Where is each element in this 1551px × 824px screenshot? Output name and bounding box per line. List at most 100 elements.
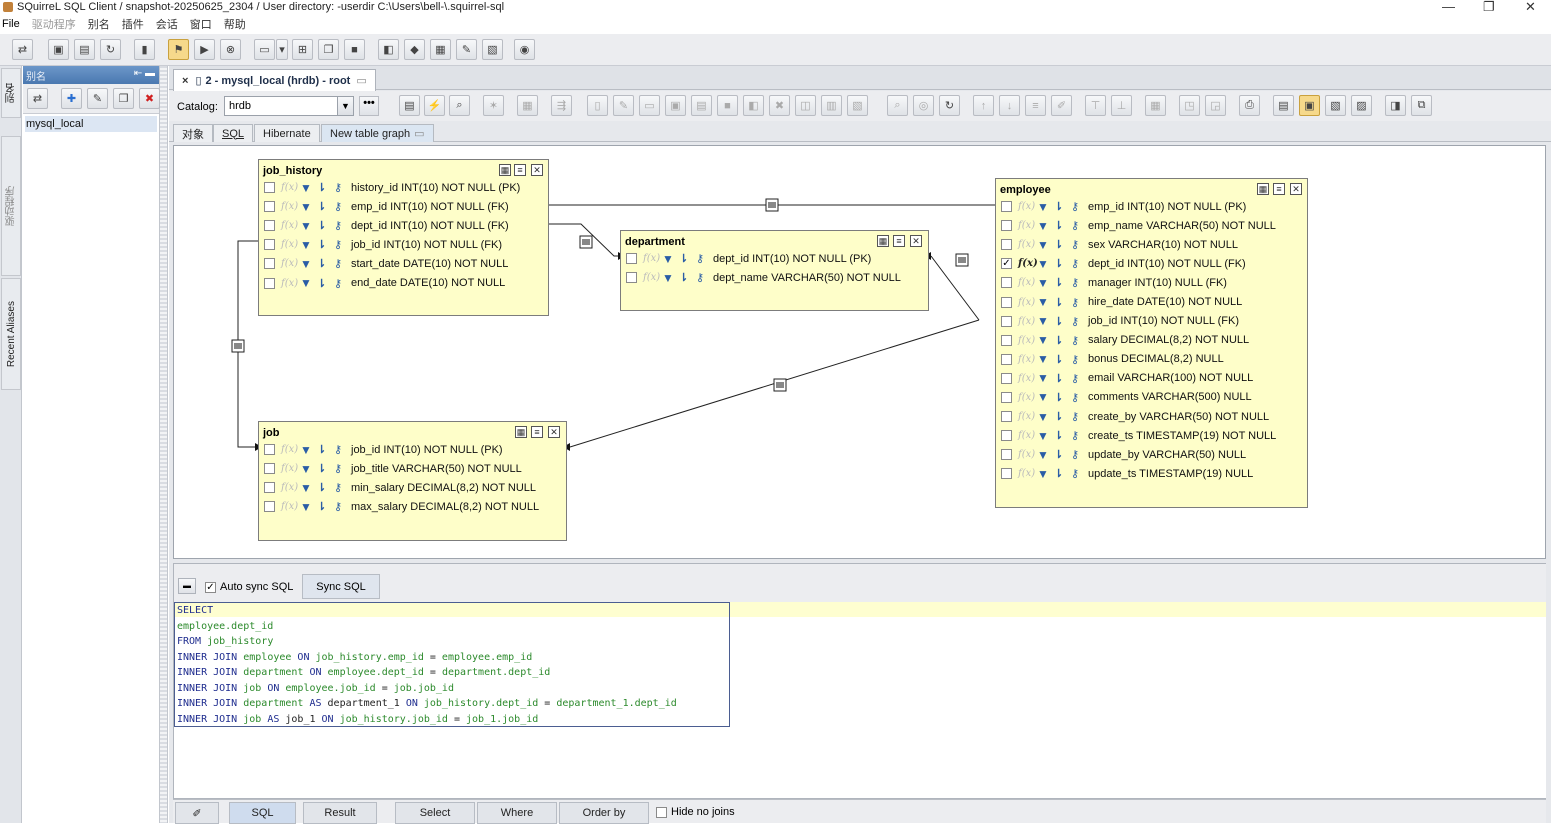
function-icon[interactable]: f(x) [281, 239, 299, 251]
filter-icon[interactable]: ▼ [1037, 295, 1049, 310]
tool-icon-14[interactable]: ▧ [847, 95, 868, 116]
sort-icon[interactable]: ⇂ [1054, 334, 1064, 347]
function-icon[interactable]: f(x) [281, 220, 299, 232]
edit-alias-icon[interactable]: ✎ [87, 88, 108, 109]
column-order-icon[interactable]: ≡ [893, 235, 905, 247]
filter-icon[interactable]: ▼ [1037, 256, 1049, 271]
collapse-icon[interactable]: ▬ [178, 578, 196, 594]
sort-icon[interactable]: ⇂ [317, 501, 327, 514]
menu-plugins[interactable]: 插件 [121, 19, 144, 31]
tab-select[interactable]: Select [395, 802, 475, 824]
sort-icon[interactable]: ⇂ [1054, 449, 1064, 462]
function-icon[interactable]: f(x) [1018, 372, 1036, 384]
filter-icon[interactable]: ▼ [300, 180, 312, 195]
sort-icon[interactable]: ⇂ [1054, 315, 1064, 328]
function-icon[interactable]: f(x) [1018, 220, 1036, 232]
tab-order-by[interactable]: Order by [559, 802, 649, 824]
sort-icon[interactable]: ⇂ [1054, 430, 1064, 443]
tool-icon-9[interactable]: ■ [717, 95, 738, 116]
function-icon[interactable]: f(x) [281, 482, 299, 494]
chevron-down-icon[interactable]: ▼ [337, 97, 353, 115]
tool-icon-1[interactable]: ✶ [483, 95, 504, 116]
run-icon[interactable]: ▶ [194, 39, 215, 60]
sort-icon[interactable]: ⇂ [317, 444, 327, 457]
sort-icon[interactable]: ⇂ [317, 182, 327, 195]
arrow-down-icon[interactable]: ↓ [999, 95, 1020, 116]
close-table-icon[interactable]: ✕ [531, 164, 543, 176]
function-icon[interactable]: f(x) [281, 201, 299, 213]
tool-icon-4[interactable]: ▯ [587, 95, 608, 116]
edit-icon[interactable]: ✎ [456, 39, 477, 60]
function-icon[interactable]: f(x) [1018, 449, 1036, 461]
tab-sql-builder[interactable]: SQL [229, 802, 296, 824]
column-row[interactable]: f(x)▼⇂⚷update_ts TIMESTAMP(19) NULL [996, 464, 1307, 483]
function-icon[interactable]: f(x) [281, 258, 299, 270]
function-icon[interactable]: f(x) [643, 272, 661, 284]
filter-icon[interactable]: ▼ [1037, 428, 1049, 443]
column-select-checkbox[interactable] [1001, 353, 1012, 365]
column-select-checkbox[interactable] [1001, 296, 1012, 308]
function-icon[interactable]: f(x) [1018, 391, 1036, 403]
sort-icon[interactable]: ⇂ [317, 277, 327, 290]
commit-icon[interactable]: ▮ [134, 39, 155, 60]
column-row[interactable]: f(x)▼⇂⚷dept_name VARCHAR(50) NOT NULL [621, 268, 928, 287]
column-order-icon[interactable]: ≡ [1273, 183, 1285, 195]
close-tab-icon[interactable]: × [182, 74, 189, 87]
refresh-session-icon[interactable]: ↻ [100, 39, 121, 60]
column-select-checkbox[interactable] [626, 253, 637, 265]
save-icon[interactable]: ■ [344, 39, 365, 60]
session-tab[interactable]: × ▯ 2 - mysql_local (hrdb) - root ▭ [173, 69, 376, 91]
auto-sync-option[interactable]: ✓ Auto sync SQL [205, 581, 293, 593]
column-row[interactable]: f(x)▼⇂⚷sex VARCHAR(10) NOT NULL [996, 235, 1307, 254]
zoom-icon[interactable]: ⌕ [887, 95, 908, 116]
filter-icon[interactable]: ▼ [1037, 409, 1049, 424]
maximize-button[interactable]: ❐ [1483, 0, 1495, 14]
sort-icon[interactable]: ⇂ [1054, 468, 1064, 481]
close-table-icon[interactable]: ✕ [548, 426, 560, 438]
filter-icon[interactable]: ▼ [1037, 466, 1049, 481]
tab-result[interactable]: Result [303, 802, 377, 824]
tool-icon-6[interactable]: ▭ [639, 95, 660, 116]
column-row[interactable]: f(x)▼⇂⚷email VARCHAR(100) NOT NULL [996, 369, 1307, 388]
tool-icon-5[interactable]: ✎ [613, 95, 634, 116]
filter-icon[interactable]: ▼ [300, 461, 312, 476]
column-row[interactable]: f(x)▼⇂⚷salary DECIMAL(8,2) NOT NULL [996, 331, 1307, 350]
globe-icon[interactable]: ◉ [514, 39, 535, 60]
column-select-checkbox[interactable] [264, 182, 275, 194]
restore-tab-icon[interactable]: ▭ [356, 75, 367, 87]
filter-icon[interactable]: ▼ [1037, 371, 1049, 386]
column-row[interactable]: f(x)▼⇂⚷dept_id INT(10) NOT NULL (PK) [621, 249, 928, 268]
function-icon[interactable]: f(x) [643, 253, 661, 265]
column-row[interactable]: f(x)▼⇂⚷start_date DATE(10) NOT NULL [259, 254, 548, 273]
connect-icon[interactable]: ⇄ [12, 39, 33, 60]
function-icon[interactable]: f(x) [1018, 239, 1036, 251]
auto-commit-icon[interactable]: ⚑ [168, 39, 189, 60]
sort-icon[interactable]: ⇂ [1054, 372, 1064, 385]
filter-icon[interactable]: ▼ [662, 270, 674, 285]
sort-icon[interactable]: ⇂ [317, 239, 327, 252]
column-row[interactable]: f(x)▼⇂⚷max_salary DECIMAL(8,2) NOT NULL [259, 497, 566, 516]
filter-icon[interactable]: ▼ [300, 256, 312, 271]
tool-icon-24[interactable]: ⧉ [1411, 95, 1432, 116]
column-select-checkbox[interactable] [264, 501, 275, 513]
database-icon[interactable]: ▦ [430, 39, 451, 60]
catalog-select[interactable]: hrdb ▼ [224, 96, 354, 116]
filter-icon[interactable]: ▼ [1037, 237, 1049, 252]
filter-icon[interactable]: ▼ [300, 276, 312, 291]
new-file-icon[interactable]: ▭ [254, 39, 275, 60]
restore-tab-icon[interactable]: ▭ [414, 128, 425, 140]
function-icon[interactable]: f(x) [281, 277, 299, 289]
column-order-icon[interactable]: ≡ [514, 164, 526, 176]
column-select-checkbox[interactable] [1001, 430, 1012, 442]
sort-icon[interactable]: ⇂ [317, 463, 327, 476]
catalog-more-button[interactable]: ••• [359, 96, 379, 116]
menu-file[interactable]: File [2, 18, 20, 30]
column-row[interactable]: f(x)▼⇂⚷manager INT(10) NULL (FK) [996, 273, 1307, 292]
menu-aliases[interactable]: 别名 [87, 19, 110, 31]
filter-icon[interactable]: ▼ [1037, 275, 1049, 290]
filter-icon[interactable]: ▼ [300, 237, 312, 252]
table-job[interactable]: job ▦ ≡ ✕ f(x)▼⇂⚷job_id INT(10) NOT NULL… [258, 421, 567, 541]
hide-no-joins-option[interactable]: Hide no joins [656, 806, 735, 818]
sort-icon[interactable]: ⇂ [317, 220, 327, 233]
